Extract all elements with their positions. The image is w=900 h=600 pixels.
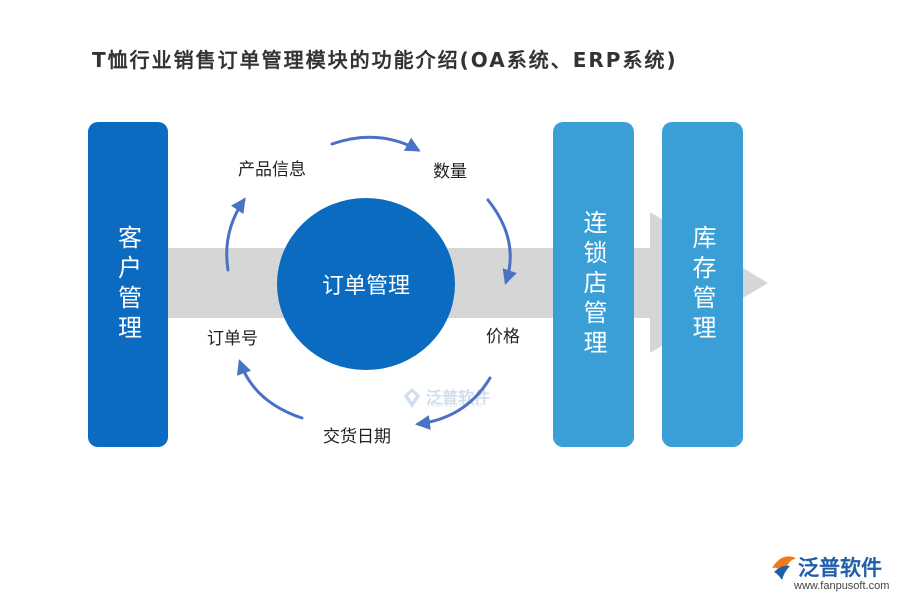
inventory-management-label: 库存管理 — [688, 224, 716, 345]
arrow-orderno-to-product — [225, 197, 246, 272]
inventory-management-box: 库存管理 — [662, 122, 743, 447]
chain-store-management-box: 连锁店管理 — [553, 122, 634, 447]
chain-store-management-label: 连锁店管理 — [579, 209, 607, 360]
customer-management-label: 客户管理 — [113, 224, 142, 345]
brand-logo[interactable]: 泛普软件 www.fanpusoft.com — [768, 548, 893, 596]
arrow-quantity-to-price — [486, 198, 517, 285]
watermark-text: 泛普软件 — [426, 388, 491, 407]
order-management-label: 订单管理 — [321, 274, 410, 299]
product-info-label: 产品信息 — [238, 160, 306, 180]
quantity-label: 数量 — [433, 162, 467, 182]
brand-url[interactable]: www.fanpusoft.com — [794, 580, 890, 592]
arrow-delivery-to-orderno — [236, 359, 304, 420]
watermark-logo-icon — [404, 388, 420, 408]
page-title: T恤行业销售订单管理模块的功能介绍(OA系统、ERP系统) — [92, 48, 678, 72]
watermark-subtext: FANPUSOFT.COM — [428, 403, 483, 409]
arrow-price-to-delivery — [415, 376, 492, 430]
order-number-label: 订单号 — [207, 329, 258, 349]
arrow-product-to-quantity — [330, 135, 421, 152]
price-label: 价格 — [486, 327, 520, 347]
watermark: 泛普软件 FANPUSOFT.COM — [400, 384, 495, 414]
delivery-date-label: 交货日期 — [323, 427, 391, 447]
customer-management-box: 客户管理 — [88, 122, 168, 447]
order-management-circle: 订单管理 — [277, 198, 455, 370]
brand-name: 泛普软件 — [798, 556, 882, 580]
brand-logo-icon — [772, 556, 796, 580]
